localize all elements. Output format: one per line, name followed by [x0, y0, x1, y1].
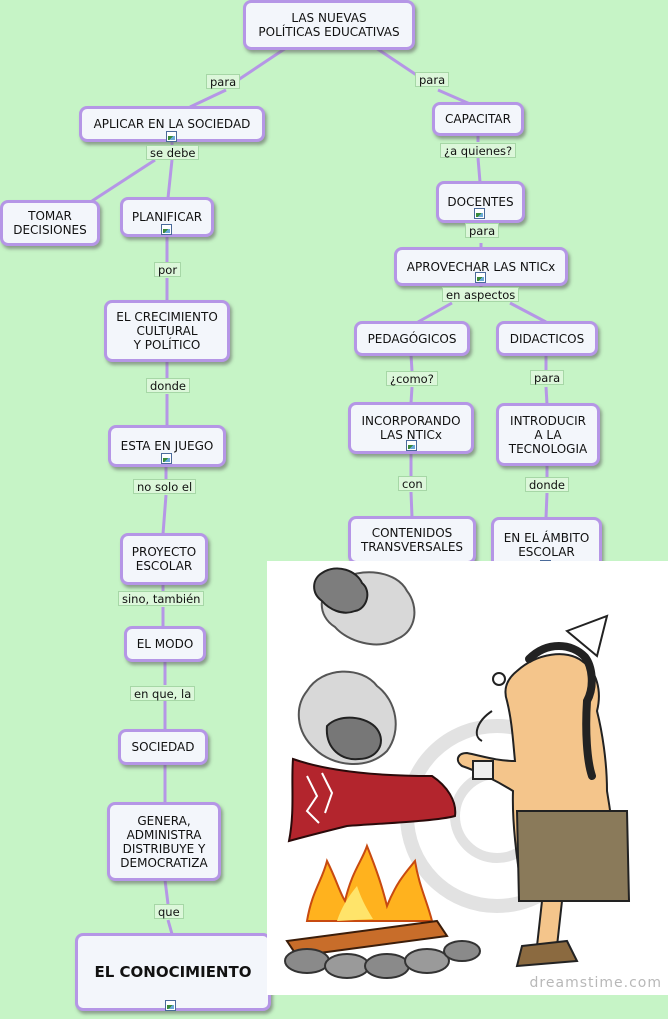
link-label-para: para — [415, 72, 450, 87]
link-label-en-que-la: en que, la — [130, 686, 196, 701]
node-nuevas-politicas[interactable]: LAS NUEVAS POLÍTICAS EDUCATIVAS — [243, 0, 415, 50]
link-label-donde: donde — [146, 378, 190, 393]
link-label-se-debe: se debe — [146, 145, 200, 160]
link-label-en-aspectos: en aspectos — [442, 287, 520, 302]
node-capacitar[interactable]: CAPACITAR — [432, 102, 524, 136]
node-el-modo[interactable]: EL MODO — [124, 626, 206, 662]
link-label-sino-tambien: sino, también — [118, 591, 205, 606]
link-label-con: con — [398, 476, 427, 491]
attachment-image-icon[interactable] — [165, 1000, 176, 1011]
node-crecimiento[interactable]: EL CRECIMIENTO CULTURAL Y POLÍTICO — [104, 300, 230, 362]
attachment-image-icon[interactable] — [161, 224, 172, 235]
node-sociedad[interactable]: SOCIEDAD — [118, 729, 208, 765]
attachment-image-icon[interactable] — [166, 131, 177, 142]
link-label-para: para — [530, 370, 565, 385]
attachment-image-icon[interactable] — [474, 208, 485, 219]
node-didacticos[interactable]: DIDACTICOS — [496, 321, 598, 356]
attachment-image-icon[interactable] — [161, 453, 172, 464]
attachment-image-icon[interactable] — [475, 272, 486, 283]
link-label-no-solo-el: no solo el — [133, 479, 197, 494]
node-docentes[interactable]: DOCENTES — [436, 181, 525, 223]
node-introducir-tecnologia[interactable]: INTRODUCIR A LA TECNOLOGIA — [496, 403, 600, 466]
node-pedagogicos[interactable]: PEDAGÓGICOS — [354, 321, 470, 356]
link-label-a-quienes: ¿a quienes? — [440, 143, 517, 158]
node-tomar-decisiones[interactable]: TOMAR DECISIONES — [0, 200, 100, 246]
node-proyecto-escolar[interactable]: PROYECTO ESCOLAR — [120, 533, 208, 585]
link-label-por: por — [154, 262, 182, 277]
link-label-donde: donde — [525, 477, 569, 492]
link-label-que: que — [154, 904, 184, 919]
link-label-para: para — [206, 74, 241, 89]
campfire-smoke-signal-illustration: dreamstime.com — [267, 561, 668, 995]
link-label-para: para — [465, 223, 500, 238]
attachment-image-icon[interactable] — [406, 440, 417, 451]
watermark-text: dreamstime.com — [529, 975, 662, 991]
node-contenidos-transversales[interactable]: CONTENIDOS TRANSVERSALES — [348, 516, 476, 564]
link-label-como: ¿como? — [386, 371, 438, 386]
node-genera[interactable]: GENERA, ADMINISTRA DISTRIBUYE Y DEMOCRAT… — [107, 802, 221, 881]
